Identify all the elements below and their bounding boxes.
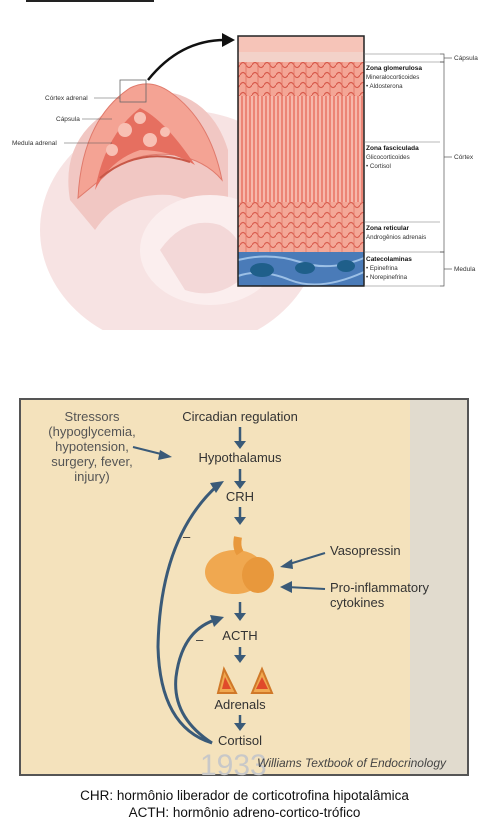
svg-text:injury): injury) (74, 469, 109, 484)
stressors-label: Stressors (hypoglycemia, hypotension, su… (48, 409, 135, 484)
zone-separators (364, 53, 440, 287)
svg-text:hypotension,: hypotension, (55, 439, 129, 454)
label-cortex-adrenal: Córtex adrenal (45, 95, 88, 102)
adrenal-gland-section (77, 79, 223, 200)
zoom-arrow (147, 38, 226, 81)
svg-text:Zona glomerulosa: Zona glomerulosa (366, 65, 422, 72)
svg-text:Glicocorticoides: Glicocorticoides (366, 154, 410, 161)
node-crh: CRH (226, 489, 254, 504)
svg-text:Zona reticular: Zona reticular (366, 225, 409, 232)
zone-reticular: Zona reticular Androgênios adrenais (366, 225, 426, 241)
label-medula-adrenal: Medula adrenal (12, 140, 57, 147)
zoom-arrow-head (222, 33, 235, 47)
top-rule (26, 0, 154, 2)
pituitary-gland (205, 536, 274, 594)
svg-text:• Aldosterona: • Aldosterona (366, 83, 403, 90)
svg-text:surgery, fever,: surgery, fever, (51, 454, 132, 469)
svg-text:Androgênios adrenais: Androgênios adrenais (366, 234, 426, 241)
zone-fasciculada: Zona fasciculada Glicocorticoides • Cort… (366, 145, 419, 170)
left-labels: Córtex adrenal Cápsula Medula adrenal (12, 95, 120, 147)
caption-acth: ACTH: hormônio adreno-cortico-trófico (128, 805, 361, 820)
svg-text:• Cortisol: • Cortisol (366, 163, 391, 170)
node-vasopressin: Vasopressin (330, 543, 401, 558)
svg-text:Zona fasciculada: Zona fasciculada (366, 145, 419, 152)
node-cytokines-2: cytokines (330, 595, 385, 610)
zone-glomerulosa: Zona glomerulosa Mineralocorticoides • A… (366, 65, 422, 90)
node-cortisol: Cortisol (218, 733, 262, 748)
node-cytokines-1: Pro-inflammatory (330, 580, 429, 595)
svg-text:(hypoglycemia,: (hypoglycemia, (48, 424, 135, 439)
label-capsula: Cápsula (56, 116, 80, 123)
svg-text:• Norepinefrina: • Norepinefrina (366, 274, 408, 281)
watermark-1933: 1933 (200, 749, 267, 777)
hpa-axis-figure: 1933 Stressors (hypoglycemia, hypotensio… (19, 398, 469, 777)
right-brackets (440, 53, 452, 287)
svg-text:Stressors: Stressors (65, 409, 120, 424)
node-circadian: Circadian regulation (182, 409, 298, 424)
node-acth: ACTH (222, 628, 257, 643)
zone-catecolaminas: Catecolaminas • Epinefrina • Norepinefri… (366, 256, 412, 281)
source-citation: Williams Textbook of Endocrinology (257, 756, 447, 770)
adrenal-figure: Córtex adrenal Cápsula Medula adrenal Zo… (12, 33, 478, 330)
right-label-medula: Medula (454, 266, 476, 273)
histology-block (237, 35, 365, 287)
node-hypothalamus: Hypothalamus (198, 450, 282, 465)
feedback-sign-1: – (183, 529, 191, 544)
svg-text:• Epinefrina: • Epinefrina (366, 265, 398, 272)
feedback-sign-2: – (196, 632, 204, 647)
svg-text:Catecolaminas: Catecolaminas (366, 256, 412, 263)
svg-text:Mineralocorticoides: Mineralocorticoides (366, 74, 419, 81)
caption-chr: CHR: hormônio liberador de corticotrofin… (80, 788, 409, 803)
feedback-loops (156, 483, 220, 745)
right-label-cortex: Córtex (454, 154, 474, 161)
right-label-capsula: Cápsula (454, 55, 478, 62)
adrenal-glands-icon (216, 666, 274, 694)
node-adrenals: Adrenals (214, 697, 266, 712)
